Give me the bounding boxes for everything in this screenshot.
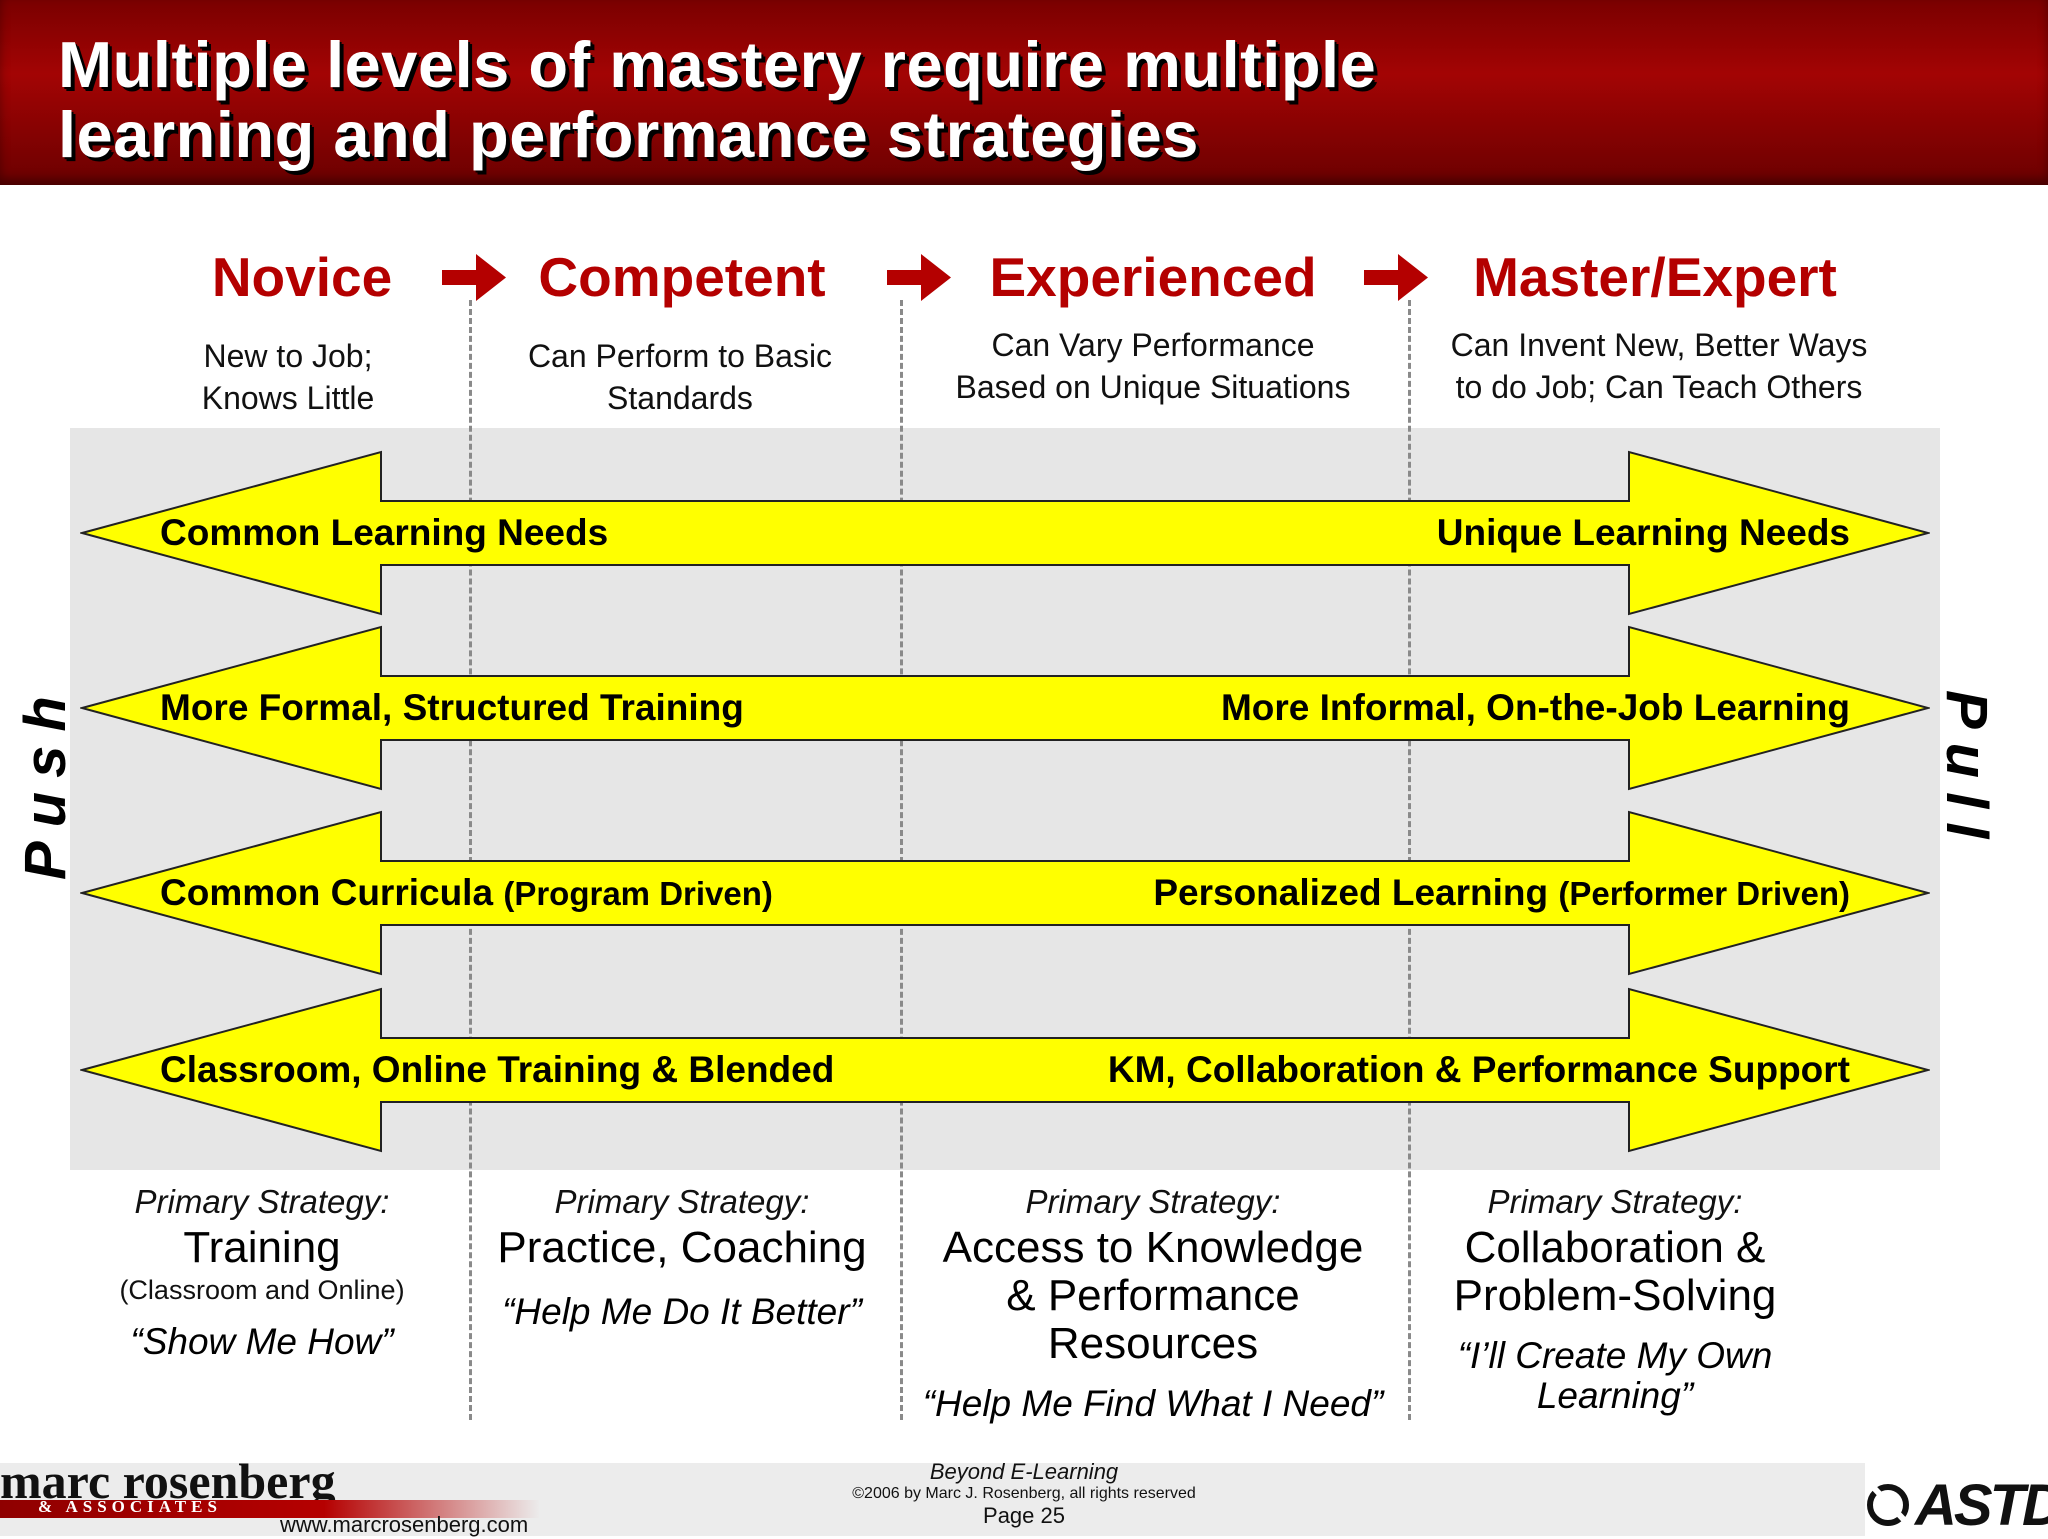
footer-center: Beyond E-Learning ©2006 by Marc J. Rosen…	[852, 1460, 1196, 1528]
footer-band	[0, 1463, 1865, 1536]
slide-title-line-2: learning and performance strategies	[58, 98, 1199, 171]
arrow-left-subtext: (Program Driven)	[503, 875, 773, 912]
arrow-right-label: Personalized Learning (Performer Driven)	[1153, 865, 1850, 922]
strategy-quote: “I’ll Create My Own	[1457, 1335, 1773, 1376]
footer-copyright: ©2006 by Marc J. Rosenberg, all rights r…	[852, 1485, 1196, 1502]
double-arrow-row: Common Curricula (Program Driven) Person…	[80, 810, 1930, 976]
strategy-label: Primary Strategy:	[1487, 1183, 1743, 1220]
stage-description-novice: New to Job; Knows Little	[202, 335, 375, 419]
strategy-main: Training	[183, 1223, 341, 1272]
footer-page-number: Page 25	[983, 1503, 1065, 1528]
arrow-right-label: More Informal, On-the-Job Learning	[1221, 680, 1850, 736]
arrow-left-text: Common Curricula	[160, 872, 494, 913]
description-line: Can Perform to Basic	[527, 338, 833, 374]
double-arrow-shape	[80, 450, 1930, 616]
astd-logo-text: ASTD	[1915, 1473, 2048, 1538]
arrow-right-text: KM, Collaboration & Performance Support	[1107, 1049, 1850, 1090]
strategy-label: Primary Strategy:	[1025, 1183, 1281, 1220]
double-arrow-shape	[80, 810, 1930, 976]
arrow-left-label: Common Learning Needs	[160, 505, 608, 561]
double-arrow-shape	[80, 987, 1930, 1153]
arrow-left-label: Classroom, Online Training & Blended	[160, 1042, 834, 1098]
stage-master-expert: Master/Expert	[1473, 246, 1837, 308]
arrow-right-label: Unique Learning Needs	[1437, 505, 1850, 561]
strategy-note: (Classroom and Online)	[119, 1275, 405, 1305]
description-line: Can Invent New, Better Ways	[1450, 327, 1868, 363]
logo-sub-bar: & ASSOCIATES	[0, 1497, 540, 1518]
description-line: Knows Little	[201, 380, 375, 416]
arrow-left-label: Common Curricula (Program Driven)	[160, 865, 773, 922]
description-line: to do Job; Can Teach Others	[1455, 369, 1863, 405]
arrow-left-label: More Formal, Structured Training	[160, 680, 744, 736]
arrow-right-text: Unique Learning Needs	[1436, 512, 1850, 553]
strategy-main: Resources	[1047, 1319, 1259, 1368]
stage-description-experienced: Can Vary Performance Based on Unique Sit…	[956, 324, 1351, 408]
double-arrow-row: More Formal, Structured Training More In…	[80, 625, 1930, 791]
double-arrow-shape	[80, 625, 1930, 791]
strategy-quote: Learning”	[1536, 1375, 1694, 1416]
strategy-main: & Performance	[1006, 1271, 1300, 1320]
arrow-right-text: Personalized Learning	[1153, 872, 1549, 913]
stage-experienced: Experienced	[989, 246, 1317, 308]
pull-label: Pull	[1934, 690, 1999, 853]
description-line: Standards	[607, 380, 753, 416]
stage-description-master-expert: Can Invent New, Better Ways to do Job; C…	[1451, 324, 1868, 408]
arrow-left-text: Classroom, Online Training & Blended	[160, 1049, 835, 1090]
logo-sub-text: & ASSOCIATES	[38, 1497, 222, 1516]
push-label: Push	[13, 682, 78, 880]
stage-description-competent: Can Perform to Basic Standards	[528, 335, 832, 419]
strategy-main: Access to Knowledge	[942, 1223, 1364, 1272]
slide-title-line-1: Multiple levels of mastery require multi…	[58, 28, 1377, 101]
logo-name: marc rosenberg	[0, 1453, 336, 1509]
arrow-right-text: More Informal, On-the-Job Learning	[1220, 687, 1850, 728]
strategy-main: Problem-Solving	[1453, 1271, 1777, 1320]
strategy-experienced: Primary Strategy: Access to Knowledge & …	[923, 1180, 1384, 1426]
strategy-label: Primary Strategy:	[134, 1183, 390, 1220]
right-arrow-icon	[1364, 254, 1428, 301]
strategy-novice: Primary Strategy: Training (Classroom an…	[119, 1180, 404, 1364]
astd-logo-icon	[1867, 1484, 1909, 1526]
strategy-master-expert: Primary Strategy: Collaboration & Proble…	[1454, 1180, 1777, 1416]
strategy-quote: “Help Me Find What I Need”	[922, 1383, 1384, 1424]
stage-novice: Novice	[211, 246, 393, 308]
description-line: New to Job;	[203, 338, 373, 374]
strategy-competent: Primary Strategy: Practice, Coaching “He…	[497, 1180, 866, 1334]
strategy-main: Collaboration &	[1464, 1223, 1766, 1272]
logo-url[interactable]: www.marcrosenberg.com	[280, 1512, 529, 1537]
description-line: Based on Unique Situations	[955, 369, 1351, 405]
double-arrow-row: Common Learning Needs Unique Learning Ne…	[80, 450, 1930, 616]
right-arrow-icon	[442, 254, 506, 301]
arrow-left-text: Common Learning Needs	[160, 512, 609, 553]
strategy-quote: “Show Me How”	[130, 1321, 394, 1362]
arrow-right-subtext: (Performer Driven)	[1558, 875, 1850, 912]
strategy-main: Practice, Coaching	[497, 1223, 867, 1272]
title-bar: Multiple levels of mastery require multi…	[0, 0, 2048, 185]
description-line: Can Vary Performance	[991, 327, 1315, 363]
stage-competent: Competent	[538, 246, 826, 308]
arrow-left-text: More Formal, Structured Training	[160, 687, 744, 728]
footer-title: Beyond E-Learning	[929, 1459, 1119, 1484]
double-arrow-row: Classroom, Online Training & Blended KM,…	[80, 987, 1930, 1153]
strategy-label: Primary Strategy:	[554, 1183, 810, 1220]
strategy-quote: “Help Me Do It Better”	[502, 1291, 862, 1332]
arrow-right-label: KM, Collaboration & Performance Support	[1108, 1042, 1850, 1098]
right-arrow-icon	[887, 254, 951, 301]
